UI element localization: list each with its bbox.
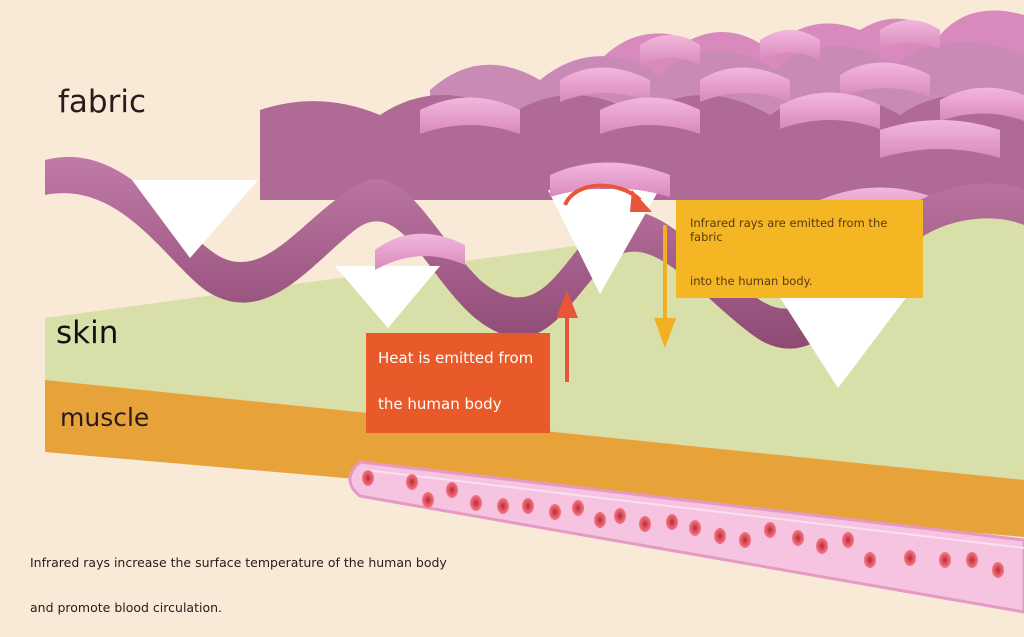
caption-line-1: Infrared rays increase the surface tempe…: [30, 555, 447, 570]
blood-cells: [362, 470, 1004, 578]
infrared-callout-line-2: into the human body.: [690, 274, 813, 288]
caption-line-2: and promote blood circulation.: [30, 600, 222, 615]
blood-cell: [639, 516, 651, 532]
blood-cell: [446, 482, 458, 498]
blood-cell: [470, 495, 482, 511]
blood-cell: [816, 538, 828, 554]
blood-cell: [739, 532, 751, 548]
fabric-triangles: [132, 180, 918, 388]
blood-cell: [689, 520, 701, 536]
fabric-front-wave: [45, 156, 1024, 349]
blood-cell: [966, 552, 978, 568]
blood-vessel: [348, 460, 1024, 614]
blood-cell: [992, 562, 1004, 578]
blood-cell: [422, 492, 434, 508]
blood-cell: [792, 530, 804, 546]
blood-cell: [572, 500, 584, 516]
skin-label: skin: [56, 315, 119, 351]
blood-cell: [864, 552, 876, 568]
blood-cell: [714, 528, 726, 544]
heat-callout-line-2: the human body: [378, 395, 502, 413]
muscle-label: muscle: [60, 403, 150, 432]
blood-cell: [614, 508, 626, 524]
fabric-label: fabric: [58, 84, 146, 120]
blood-cell: [842, 532, 854, 548]
blood-cell: [362, 470, 374, 486]
blood-cell: [549, 504, 561, 520]
blood-cell: [522, 498, 534, 514]
muscle-layer-lower: [45, 380, 1024, 537]
blood-cell: [497, 498, 509, 514]
blood-cell: [594, 512, 606, 528]
blood-cell: [939, 552, 951, 568]
blood-cell: [406, 474, 418, 490]
blood-cell: [764, 522, 776, 538]
fabric-back-rows: [260, 10, 1024, 228]
caption: Infrared rays increase the surface tempe…: [30, 555, 490, 615]
infrared-callout-line-1: Infrared rays are emitted from the fabri…: [690, 216, 888, 244]
infrared-emission-callout: Infrared rays are emitted from the fabri…: [676, 200, 923, 298]
heat-emission-callout: Heat is emitted from the human body: [366, 333, 550, 433]
blood-cell: [904, 550, 916, 566]
heat-callout-line-1: Heat is emitted from: [378, 349, 534, 367]
blood-cell: [666, 514, 678, 530]
